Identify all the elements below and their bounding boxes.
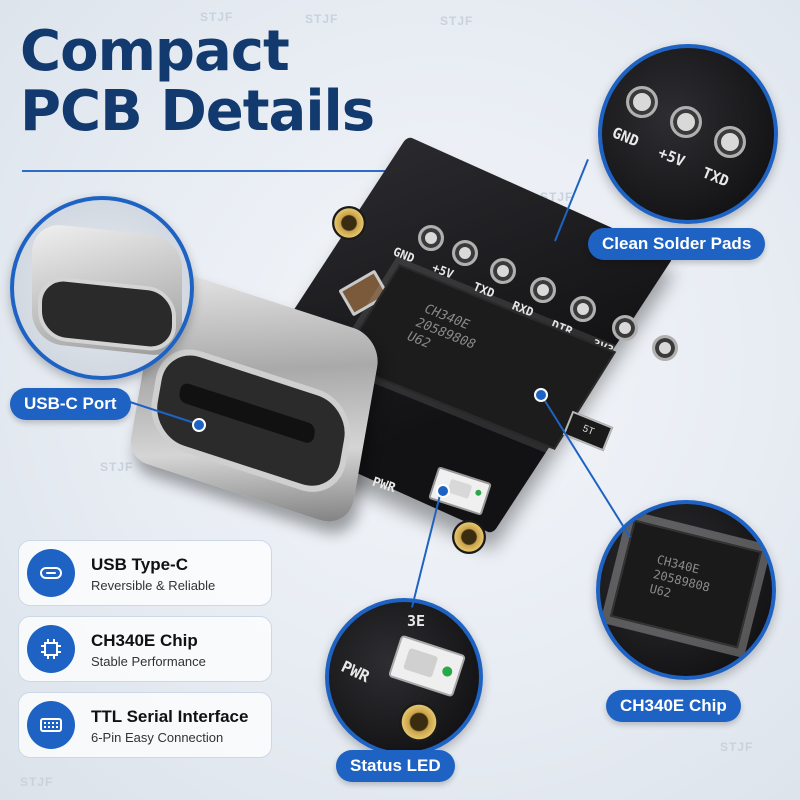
watermark: STJF [305,12,339,26]
zoom-led-marking: 3E [407,612,426,630]
zoom-led-lens [402,647,439,678]
status-led-callout-label: Status LED [336,750,455,782]
mounting-hole [332,206,366,240]
feature-title: CH340E Chip [91,631,198,650]
feature-subtitle: Reversible & Reliable [91,578,216,593]
zoom-usb-c-shell [32,222,182,358]
feature-title: TTL Serial Interface [91,707,249,726]
page-title: Compact PCB Details [20,19,375,144]
feature-title: USB Type-C [91,555,188,574]
zoom-pwr-label: PWR [338,656,373,687]
leader-line [539,392,631,538]
pin-pad-extra [652,335,678,361]
pin-pad-3v3 [612,315,638,341]
feature-ttl-serial: TTL Serial Interface 6-Pin Easy Connecti… [18,692,272,758]
chip-icon [27,625,75,673]
regulator: 5T [562,410,614,452]
title-line-1: Compact [20,19,290,84]
title-line-2: PCB Details [20,79,375,144]
pin-pad-dtr [570,296,596,322]
zoom-pad-gnd [626,86,658,118]
usb-c-zoom [10,196,194,380]
zoom-led-indicator [440,665,454,678]
zoom-led [387,634,467,698]
watermark: STJF [200,10,234,24]
zoom-usb-c-opening [38,274,176,354]
mounting-hole [452,520,486,554]
pin-pad-txd [490,258,516,284]
leader-dot [436,484,450,498]
feature-ch340e-chip: CH340E Chip Stable Performance [18,616,272,682]
zoom-pin-label-gnd: GND [609,123,642,151]
pin-pad-gnd [418,225,444,251]
watermark: STJF [440,14,474,28]
led-indicator [474,488,483,497]
feature-usb-type-c: USB Type-C Reversible & Reliable [18,540,272,606]
zoom-pad-txd [714,126,746,158]
watermark: STJF [100,460,134,474]
zoom-pin-label-5v: +5V [655,143,688,171]
solder-pads-callout-label: Clean Solder Pads [588,228,766,260]
pin-pad-rxd [530,277,556,303]
status-led-zoom: 3E PWR [325,598,483,756]
zoom-chip-body: CH340E 20589808 U62 [609,519,763,649]
led-lens [447,478,473,499]
zoom-mounting-hole [399,702,439,742]
pin-header-icon [27,701,75,749]
chip-callout-label: CH340E Chip [606,690,741,722]
usb-c-callout-label: USB-C Port [10,388,131,420]
feature-subtitle: 6-Pin Easy Connection [91,730,224,745]
feature-subtitle: Stable Performance [91,654,206,669]
zoom-pin-label-txd: TXD [699,163,732,191]
zoom-chip-marking: CH340E 20589808 U62 [648,552,715,610]
pin-pad-5v [452,240,478,266]
watermark: STJF [720,740,754,754]
usb-c-icon [27,549,75,597]
watermark: STJF [20,775,54,789]
leader-dot [192,418,206,432]
title-underline [22,167,406,175]
zoom-pad-5v [670,106,702,138]
leader-dot [534,388,548,402]
leader-line [410,490,442,608]
solder-pads-zoom: GND +5V TXD [598,44,778,224]
